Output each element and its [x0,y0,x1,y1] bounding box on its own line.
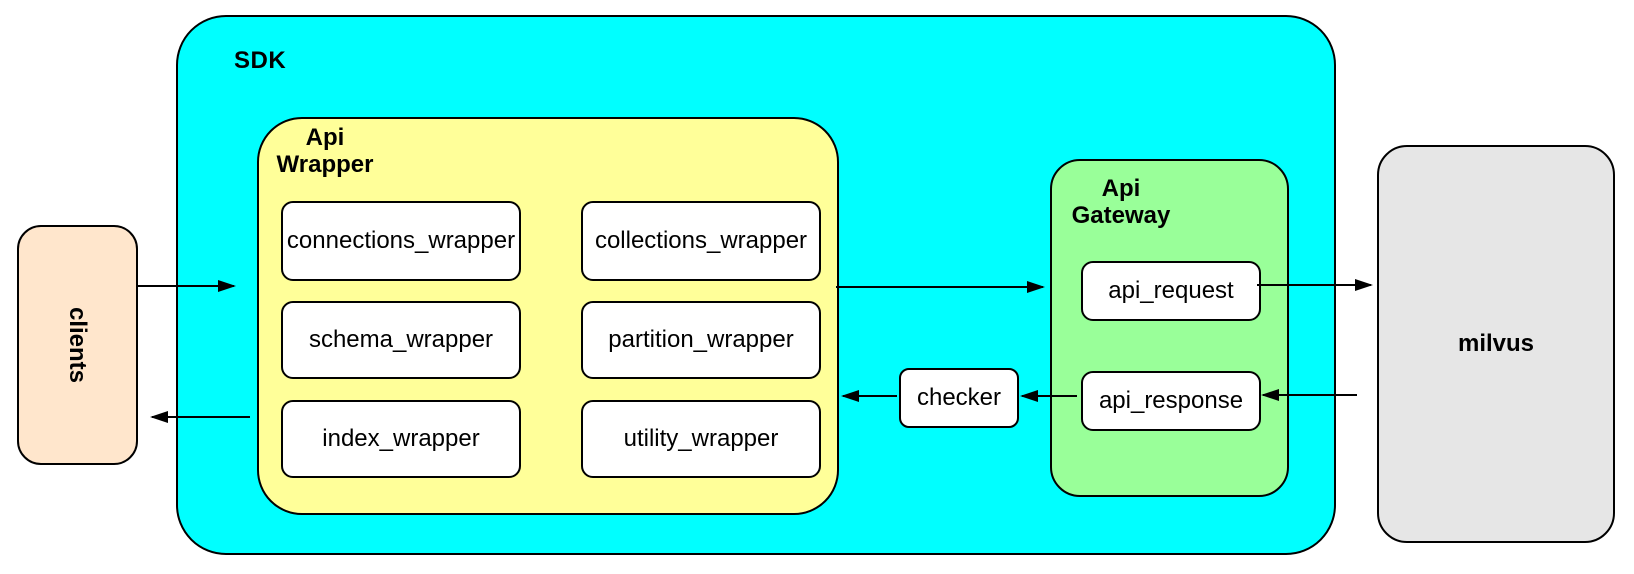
node-partition-wrapper: partition_wrapper [581,301,821,379]
api-gateway-container: Api Gateway api_request api_response [1050,159,1289,497]
node-connections-wrapper: connections_wrapper [281,201,521,281]
api-wrapper-container: Api Wrapper connections_wrapper collecti… [257,117,839,515]
node-checker: checker [899,368,1019,428]
node-milvus: milvus [1377,145,1615,543]
node-clients: clients [17,225,138,465]
sdk-container: SDK Api Wrapper connections_wrapper coll… [176,15,1336,555]
node-collections-wrapper: collections_wrapper [581,201,821,281]
node-api-response: api_response [1081,371,1261,431]
sdk-label: SDK [234,47,287,74]
node-api-request: api_request [1081,261,1261,321]
api-gateway-label: Api Gateway [1071,175,1171,229]
clients-label: clients [64,306,92,384]
node-index-wrapper: index_wrapper [281,400,521,478]
node-schema-wrapper: schema_wrapper [281,301,521,379]
api-wrapper-label: Api Wrapper [276,124,374,178]
node-utility-wrapper: utility_wrapper [581,400,821,478]
